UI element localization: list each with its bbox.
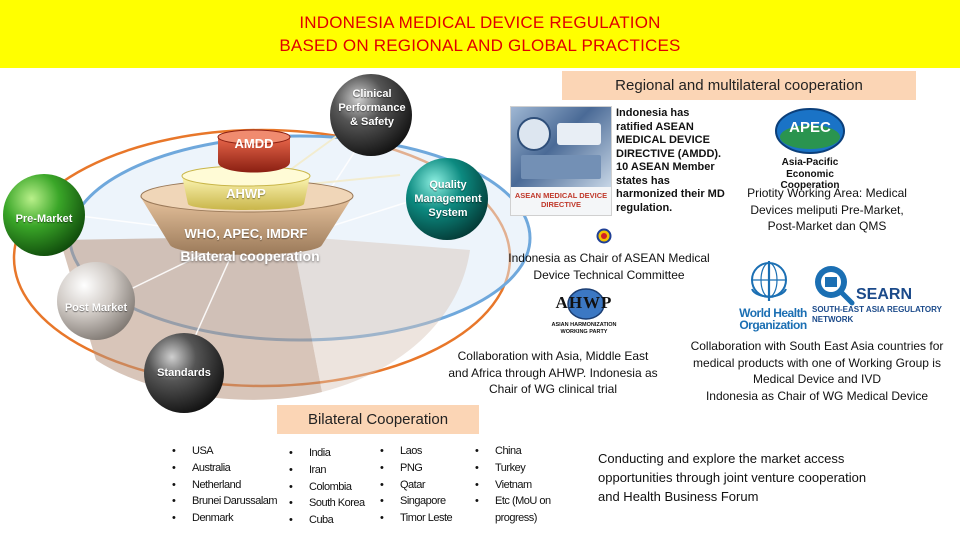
apec-logo-text: APEC <box>789 119 831 136</box>
market-access-text: Conducting and explore the market access… <box>598 451 867 504</box>
list-item: Vietnam <box>475 477 555 494</box>
list-item: Australia <box>172 460 277 477</box>
regulation-diagram <box>3 74 532 413</box>
bilateral-header: Bilateral Cooperation <box>277 405 479 434</box>
title-line-1: INDONESIA MEDICAL DEVICE REGULATION <box>299 13 661 32</box>
who-name: World Health Organization <box>739 306 807 332</box>
list-item: Netherland <box>172 477 277 494</box>
list-item: Cuba <box>289 512 365 529</box>
standards-sphere <box>144 333 224 413</box>
searn-magnifier-icon <box>815 266 855 306</box>
list-item: USA <box>172 443 277 460</box>
list-item: Colombia <box>289 479 365 496</box>
list-item: Etc (MoU on progress) <box>475 493 555 527</box>
list-item: Turkey <box>475 460 555 477</box>
post-market-sphere-label: Post Market <box>64 302 128 314</box>
country-list-2: India Iran Colombia South Korea Cuba <box>289 445 365 529</box>
list-item: Denmark <box>172 510 277 527</box>
title-banner: INDONESIA MEDICAL DEVICE REGULATION BASE… <box>0 0 960 68</box>
country-list-4: China Turkey Vietnam Etc (MoU on progres… <box>475 443 555 527</box>
apec-caption: Priotity Working Area: Medical Devices m… <box>747 186 907 233</box>
amdd-label: AMDD <box>234 136 274 151</box>
qms-sphere-label: Quality Management System <box>414 179 482 219</box>
light-sector <box>292 236 470 392</box>
amdd-image: ASEAN MEDICAL DEVICE DIRECTIVE <box>510 106 612 216</box>
list-item: Iran <box>289 462 365 479</box>
searn-caption: Collaboration with South East Asia count… <box>690 339 944 386</box>
pre-market-sphere-label: Pre-Market <box>15 213 73 225</box>
list-item: Laos <box>380 443 452 460</box>
layer-amdd-base <box>218 137 290 173</box>
clinical-sphere-label: Clinical Performance & Safety <box>338 88 406 128</box>
searn-name: SEARN <box>856 286 913 303</box>
amdd-image-caption: ASEAN MEDICAL DEVICE DIRECTIVE <box>514 191 608 209</box>
searn-chair-caption: Indonesia as Chair of WG Medical Device <box>705 389 929 403</box>
pre-market-sphere <box>3 174 85 256</box>
who-emblem-icon <box>751 261 787 301</box>
ahwp-name: ASIAN HARMONIZATION WORKING PARTY <box>551 322 617 335</box>
standards-sphere-label: Standards <box>157 367 211 379</box>
searn-subtitle: SOUTH-EAST ASIA REGULATORY NETWORK <box>812 305 942 324</box>
asean-emblem-icon <box>596 228 612 244</box>
apec-name: Asia-Pacific Economic Cooperation <box>780 157 840 191</box>
apec-logo: APEC <box>774 107 846 155</box>
regional-header: Regional and multilateral cooperation <box>562 71 916 100</box>
bilateral-cooperation-label: Bilateral cooperation <box>180 248 320 264</box>
list-item: Brunei Darussalam <box>172 493 278 510</box>
amdd-description: Indonesia has ratified ASEAN MEDICAL DEV… <box>616 107 725 214</box>
ahwp-logo: AHWP ASIAN HARMONIZATION WORKING PARTY <box>546 288 622 336</box>
ahwp-label: AHWP <box>226 186 266 201</box>
clinical-sphere <box>330 74 412 156</box>
list-item: Timor Leste <box>380 510 453 527</box>
country-list-3: Laos PNG Qatar Singapore Timor Leste <box>380 443 453 527</box>
who-apec-imdrf-label: WHO, APEC, IMDRF <box>184 226 308 241</box>
list-item: South Korea <box>289 495 365 512</box>
ahwp-caption: Collaboration with Asia, Middle East and… <box>448 349 658 396</box>
title-line-2: BASED ON REGIONAL AND GLOBAL PRACTICES <box>279 36 681 55</box>
list-item: Singapore <box>380 493 452 510</box>
layer-who-base <box>140 196 353 255</box>
qms-sphere <box>406 158 488 240</box>
list-item: Qatar <box>380 477 452 494</box>
list-item: PNG <box>380 460 452 477</box>
post-market-sphere <box>57 262 135 340</box>
list-item: India <box>289 445 365 462</box>
country-list-1: USA Australia Netherland Brunei Darussal… <box>172 443 278 527</box>
asean-caption: Indonesia as Chair of ASEAN Medical Devi… <box>508 251 710 282</box>
ahwp-logo-text: AHWP <box>555 293 613 312</box>
list-item: China <box>475 443 555 460</box>
